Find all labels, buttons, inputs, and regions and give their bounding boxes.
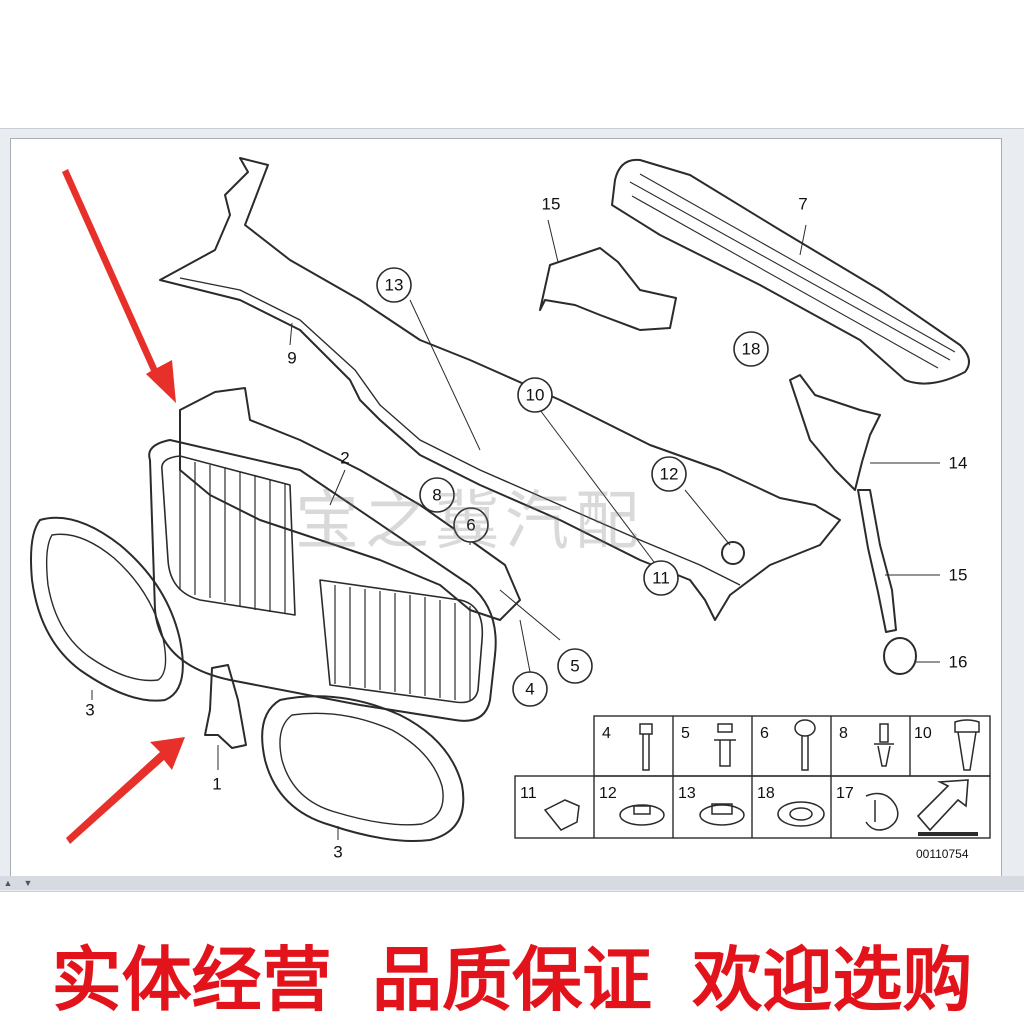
label-7: 7 [798,195,807,214]
red-arrow-down-icon [62,169,176,403]
promo-banner: 实体经营 品质保证 欢迎选购 [0,940,1024,1020]
callout-18: 18 [742,340,761,359]
scroll-right-icon[interactable]: ▼ [23,878,33,888]
red-arrows [62,169,185,844]
callout-8: 8 [432,486,441,505]
label-16: 16 [949,653,968,672]
clip-5-icon [714,723,736,767]
clip-part-16 [883,637,917,675]
hose-part-15 [857,489,897,633]
legend-label-6: 6 [760,725,769,742]
diagram-code: 00110754 [916,847,969,861]
label-1: 1 [212,775,221,794]
watermark: 宝之冀汽配 [295,485,645,559]
legend-label-17: 17 [836,785,854,802]
banner-phrase-1: 实体经营 [51,938,332,1021]
label-2: 2 [340,449,349,468]
duct-part-15 [539,247,677,331]
clip-8-icon [874,723,894,767]
nut-13-icon [699,803,745,826]
callout-12: 12 [660,465,679,484]
label-3-bottom: 3 [333,843,342,862]
callout-11: 11 [652,569,670,588]
legend-label-13: 13 [678,785,696,802]
label-15-lower: 15 [949,566,968,585]
red-arrow-up-icon [66,737,185,844]
banner-phrase-3: 欢迎选购 [692,938,973,1021]
center-trim-part-1 [204,664,247,749]
callout-5: 5 [570,657,579,676]
horizontal-scrollbar[interactable] [0,876,1024,890]
clamp-17-icon [865,792,899,831]
grille-ring-right-part-3 [261,695,465,842]
callout-4: 4 [525,680,534,699]
clip-10-icon [954,719,980,771]
legend-label-11: 11 [520,785,537,802]
banner-phrase-2: 品质保证 [372,938,652,1021]
clip-11-icon [543,799,580,831]
legend-label-8: 8 [839,725,848,742]
legend-label-18: 18 [757,785,775,802]
callout-13: 13 [385,276,404,295]
scroll-left-icon[interactable]: ▲ [3,878,13,888]
screw-4-icon [639,723,653,771]
callout-6: 6 [466,516,475,535]
grille-carrier-part-2 [179,387,521,621]
nut-12-icon [619,804,665,826]
callout-10: 10 [526,386,545,405]
grommet-18-icon [777,801,825,827]
fastener-legend: 4 5 6 8 10 11 12 13 18 17 [514,715,991,861]
label-14: 14 [949,454,968,473]
screw-6-icon [794,719,816,771]
label-9: 9 [287,349,296,368]
cowl-panel-part-9 [159,157,841,621]
legend-label-5: 5 [681,725,690,742]
direction-arrow-icon [916,779,969,832]
legend-label-10: 10 [914,725,932,742]
legend-label-4: 4 [602,725,611,742]
air-intake-grille-part-7 [611,158,970,385]
label-3-left: 3 [85,701,94,720]
duct-part-14 [789,374,881,491]
legend-label-12: 12 [599,785,617,802]
grille-ring-left-part-3 [30,516,184,702]
label-15-upper: 15 [542,195,561,214]
